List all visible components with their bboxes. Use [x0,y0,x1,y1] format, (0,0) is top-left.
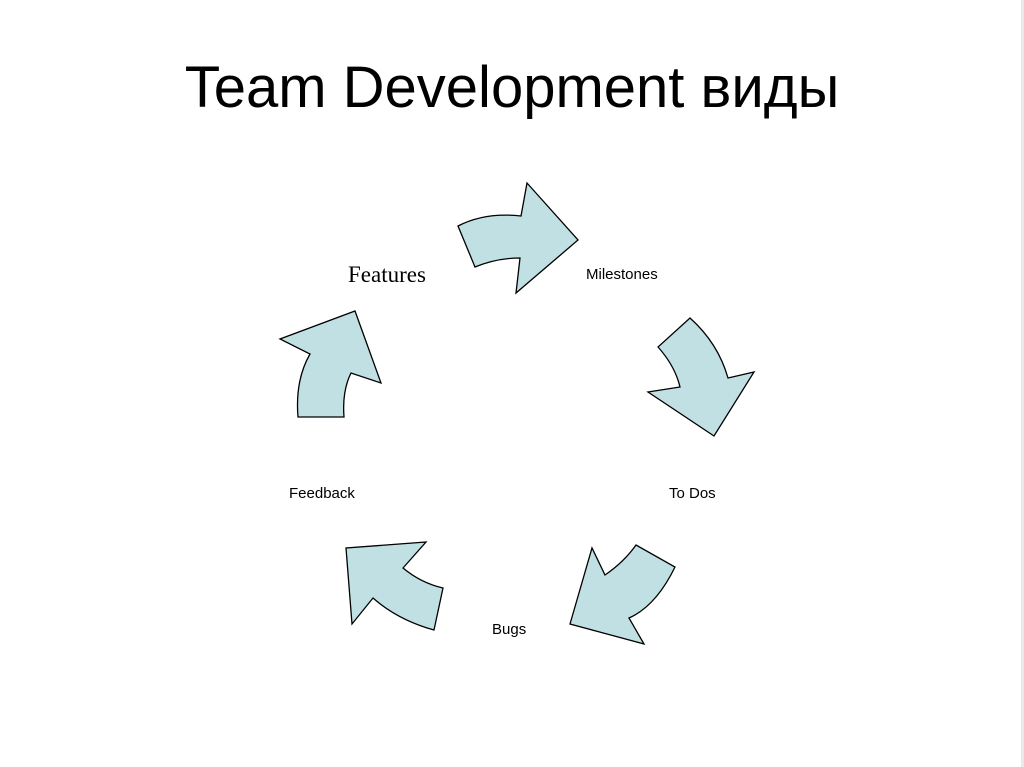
cycle-arrow-feedback-to-features [278,310,383,418]
step-label-milestones: Milestones [586,266,658,283]
step-label-todos: To Dos [669,485,716,502]
step-label-feedback: Feedback [289,485,355,502]
cycle-arrow-todos-to-bugs [569,544,676,646]
cycle-arrow-milestones-to-todos [646,317,756,437]
cycle-arrow-features-to-milestones [457,181,579,295]
step-label-features: Features [348,262,426,287]
cycle-arrow-bugs-to-feedback [345,541,444,631]
slide-title: Team Development виды [184,55,840,120]
slide-edge-divider [1021,0,1024,767]
step-label-bugs: Bugs [492,621,527,638]
